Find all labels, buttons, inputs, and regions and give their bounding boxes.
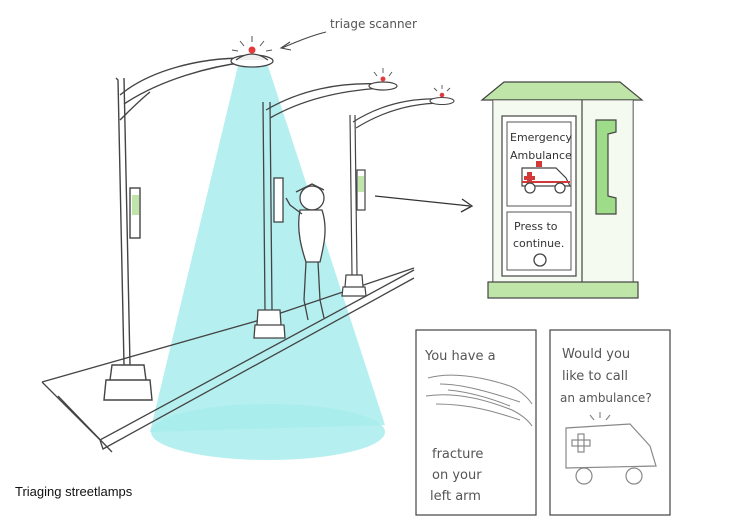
triage-scanner-head xyxy=(231,36,273,67)
panel-prompt-line-1: Would you xyxy=(562,347,630,362)
booth-screen-line-2: Ambulance xyxy=(510,149,572,162)
panel-prompt-line-3: an ambulance? xyxy=(560,391,652,405)
panel-fracture-line-3: on your xyxy=(432,468,482,483)
streetlamp-middle-head xyxy=(369,68,397,90)
booth-press-line-1: Press to xyxy=(514,220,558,233)
panel-fracture-line-2: fracture xyxy=(432,447,483,462)
booth-screen-line-1: Emergency xyxy=(510,131,573,144)
panel-fracture-line-1: You have a xyxy=(424,349,496,364)
figure-caption: Triaging streetlamps xyxy=(15,484,132,499)
triage-scanner-label: triage scanner xyxy=(330,17,417,31)
booth-press-button[interactable] xyxy=(534,254,546,266)
scanner-annotation-arrow xyxy=(281,32,326,50)
arrow-to-booth xyxy=(375,196,472,212)
panel-fracture-line-4: left arm xyxy=(430,489,481,504)
streetlamp-back-head xyxy=(430,85,454,105)
scanner-light xyxy=(249,47,256,54)
scanner-beam-base xyxy=(151,404,385,460)
booth-press-line-2: continue. xyxy=(513,237,564,250)
panel-prompt-line-2: like to call xyxy=(562,369,628,384)
